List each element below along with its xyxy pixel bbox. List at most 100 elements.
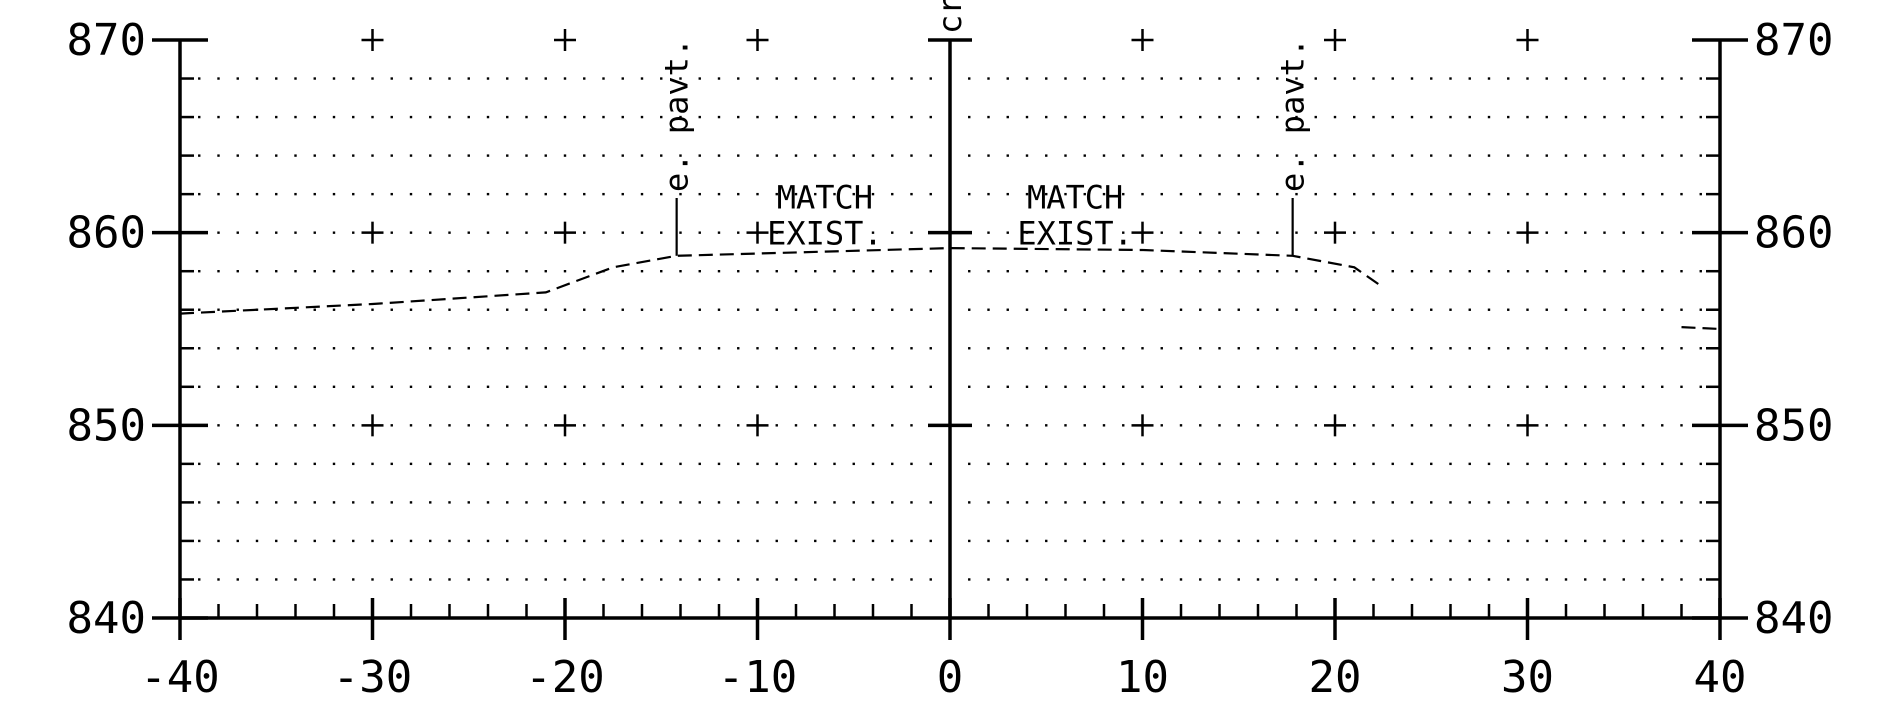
grid-dot: [602, 77, 605, 80]
grid-dot: [1199, 77, 1202, 80]
grid-dot: [1507, 462, 1510, 466]
grid-dot: [1372, 347, 1375, 350]
grid-dot: [1333, 462, 1337, 466]
grid-dot: [352, 231, 355, 234]
grid-dot: [1449, 578, 1452, 581]
grid-dot: [486, 154, 490, 157]
grid-dot: [852, 192, 855, 196]
grid-dot: [1064, 270, 1067, 273]
grid-dot: [1256, 154, 1260, 157]
grid-dot: [1526, 347, 1529, 350]
grid-dot: [1006, 77, 1009, 80]
grid-dot: [1083, 578, 1086, 581]
grid-dot: [1603, 462, 1606, 466]
grid-dot: [1083, 462, 1086, 466]
grid-dot: [891, 308, 894, 311]
grid-dot: [1564, 578, 1568, 581]
grid-dot: [814, 385, 817, 388]
grid-dot: [1661, 462, 1664, 466]
grid-dot: [563, 578, 567, 581]
grid-dot: [891, 385, 894, 388]
grid-dot: [217, 385, 220, 388]
grid-dot: [525, 308, 528, 311]
grid-dot: [1276, 115, 1279, 119]
grid-dot: [1661, 501, 1664, 504]
grid-dot: [775, 501, 778, 504]
grid-dot: [275, 154, 278, 157]
grid-dot: [1045, 501, 1048, 504]
grid-dot: [968, 539, 971, 543]
grid-dot: [352, 501, 355, 504]
grid-dot: [1045, 154, 1048, 157]
grid-dot: [737, 270, 740, 273]
grid-dot: [332, 462, 336, 466]
grid-dot: [467, 308, 470, 311]
grid-dot: [1006, 308, 1009, 311]
grid-dot: [910, 270, 913, 273]
grid-dot: [833, 192, 836, 196]
grid-dot: [1584, 424, 1587, 427]
grid-dot: [968, 270, 971, 273]
grid-dot: [1545, 385, 1548, 388]
grid-dot: [313, 501, 316, 504]
grid-dot: [275, 192, 278, 196]
grid-dot: [506, 154, 509, 157]
grid-dot: [255, 308, 259, 311]
grid-dot: [313, 424, 316, 427]
annotation-text: EXIST.: [1017, 215, 1133, 253]
grid-dot: [506, 539, 509, 543]
grid-dot: [1641, 539, 1645, 543]
grid-dot: [1141, 192, 1144, 196]
grid-dot: [1141, 501, 1144, 504]
grid-dot: [332, 270, 336, 273]
grid-dot: [1430, 77, 1433, 80]
grid-dot: [756, 77, 759, 80]
grid-dot: [1295, 578, 1298, 581]
grid-dot: [467, 501, 470, 504]
grid-dot: [448, 308, 451, 311]
grid-dot: [583, 501, 586, 504]
grid-dot: [583, 578, 586, 581]
grid-dot: [1449, 462, 1452, 466]
grid-dot: [467, 192, 470, 196]
grid-dot: [891, 115, 894, 119]
grid-dot: [1045, 231, 1048, 234]
grid-dot: [217, 501, 220, 504]
grid-dot: [910, 501, 913, 504]
grid-dot: [486, 270, 490, 273]
grid-dot: [198, 270, 201, 273]
grid-dot: [1295, 385, 1298, 388]
grid-dot: [1430, 462, 1433, 466]
grid-dot: [698, 385, 701, 388]
grid-dot: [1006, 347, 1009, 350]
grid-dot: [621, 115, 624, 119]
grid-dot: [1122, 77, 1125, 80]
grid-dot: [891, 501, 894, 504]
grid-dot: [1468, 385, 1471, 388]
grid-dot: [198, 385, 201, 388]
grid-dot: [506, 347, 509, 350]
grid-dot: [544, 308, 547, 311]
grid-dot: [737, 578, 740, 581]
grid-dot: [1680, 308, 1683, 311]
grid-dot: [506, 270, 509, 273]
grid-dot: [294, 578, 297, 581]
grid-dot: [352, 77, 355, 80]
grid-dot: [1449, 270, 1452, 273]
grid-dot: [1680, 424, 1683, 427]
grid-dot: [486, 192, 490, 196]
grid-dot: [390, 270, 393, 273]
grid-dot: [794, 77, 798, 80]
grid-dot: [429, 115, 432, 119]
grid-dot: [1641, 424, 1645, 427]
grid-dot: [891, 192, 894, 196]
grid-dot: [236, 424, 239, 427]
grid-dot: [756, 308, 759, 311]
grid-dot: [1622, 501, 1625, 504]
grid-dot: [1507, 539, 1510, 543]
grid-dot: [255, 385, 259, 388]
grid-dot: [1025, 115, 1029, 119]
grid-dot: [429, 462, 432, 466]
grid-dot: [448, 231, 451, 234]
grid-dot: [1276, 578, 1279, 581]
